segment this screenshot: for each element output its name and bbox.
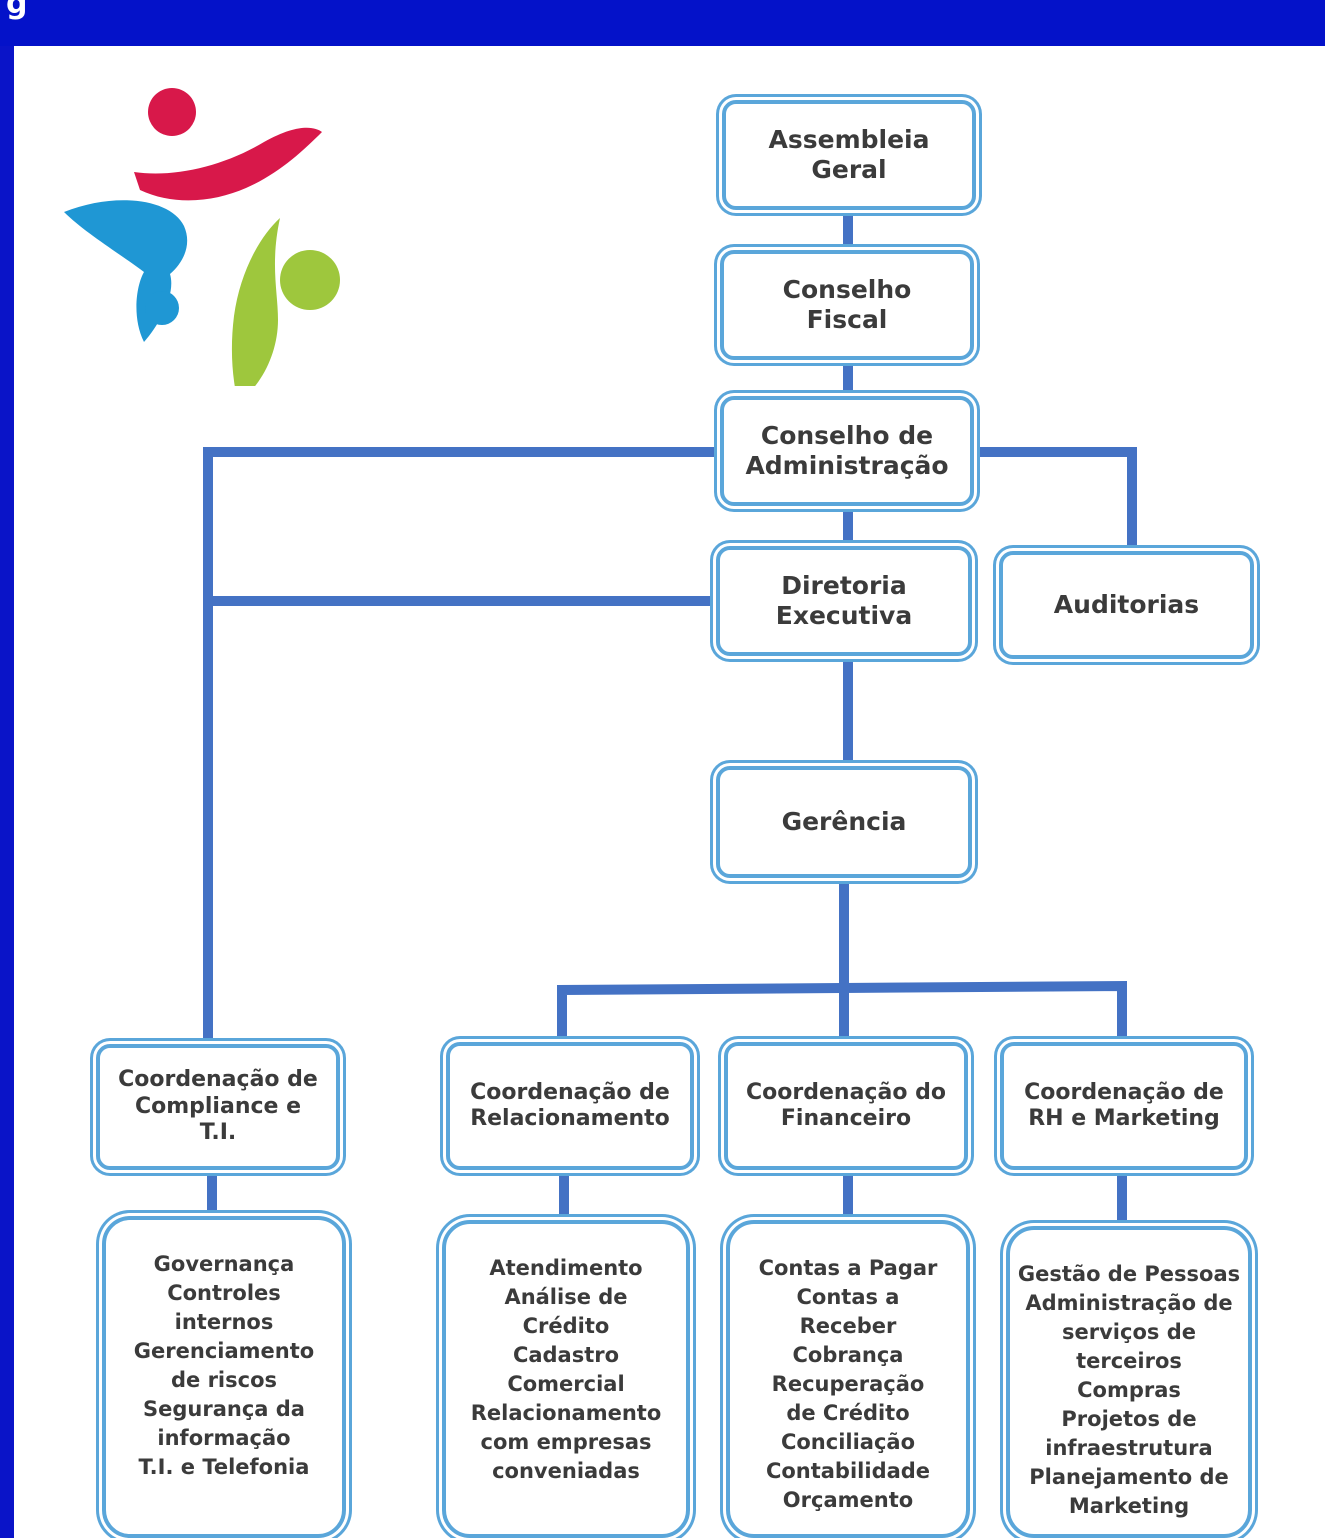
connector-lines [203,207,1137,1229]
node-auditorias: Auditorias [999,551,1254,659]
logo-blue-figure [64,200,188,342]
list-compliance-functions: Governança Controles internos Gerenciame… [102,1216,346,1538]
header-band: g [0,0,1325,46]
list-financeiro-functions: Contas a Pagar Contas a Receber Cobrança… [726,1220,970,1538]
node-conselho-administracao: Conselho de Administração [720,396,974,506]
node-assembleia-geral: Assembleia Geral [722,100,976,210]
list-rh-marketing-functions: Gestão de Pessoas Administração de servi… [1006,1226,1252,1538]
node-conselho-fiscal: Conselho Fiscal [720,250,974,360]
node-diretoria-executiva: Diretoria Executiva [716,546,972,656]
org-chart-canvas: Assembleia Geral Conselho Fiscal Conselh… [14,46,1325,1538]
node-coordenacao-financeiro: Coordenação do Financeiro [724,1042,968,1170]
node-coordenacao-rh-marketing: Coordenação de RH e Marketing [1000,1042,1248,1170]
logo-red-figure [134,88,322,201]
logo-green-figure [231,218,340,386]
node-coordenacao-compliance: Coordenação de Compliance e T.I. [96,1044,340,1170]
connector-adm-compliance [203,447,725,1047]
node-coordenacao-relacionamento: Coordenação de Relacionamento [446,1042,694,1170]
connector-adm-auditorias [971,447,1137,551]
three-figures-logo-icon [64,88,340,386]
list-relacionamento-functions: Atendimento Análise de Crédito Cadastro … [442,1220,690,1538]
header-title-fragment: g [6,0,28,21]
node-gerencia: Gerência [716,766,972,878]
